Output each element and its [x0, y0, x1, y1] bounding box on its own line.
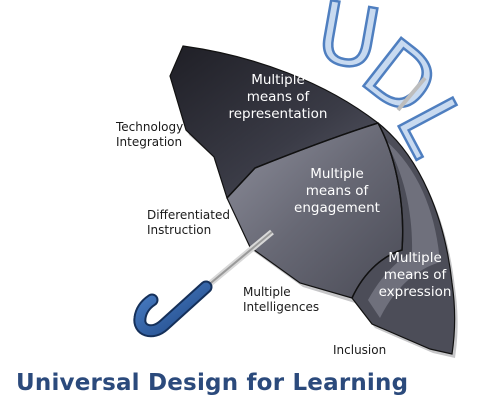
panel-label-line: engagement [294, 200, 380, 216]
panel-label-line: representation [228, 106, 328, 122]
umbrella-handle-highlight [135, 282, 211, 336]
panel-label-line: means of [383, 267, 447, 283]
page-title: Universal Design for Learning [16, 370, 409, 396]
label-line: Differentiated [147, 208, 230, 222]
label-line: Multiple [243, 285, 291, 299]
label-line: Instruction [147, 223, 212, 237]
umbrella-tip [396, 76, 427, 112]
label-inclusion: Inclusion [333, 343, 386, 358]
panel-label-expression: Multiple means of expression [374, 250, 456, 301]
label-line: Inclusion [333, 343, 387, 357]
panel-label-line: expression [378, 284, 452, 300]
panel-label-line: Multiple [310, 166, 364, 182]
panel-label-engagement: Multiple means of engagement [282, 166, 392, 217]
label-differentiated-instruction: Differentiated Instruction [147, 208, 230, 238]
umbrella-shaft-edge [199, 231, 273, 293]
label-technology-integration: Technology Integration [116, 120, 183, 150]
panel-label-line: means of [305, 183, 369, 199]
panel-label-line: means of [246, 89, 310, 105]
label-line: Integration [116, 135, 183, 149]
label-line: Intelligences [243, 300, 320, 314]
panel-label-line: Multiple [388, 250, 442, 266]
label-line: Technology [116, 120, 184, 134]
umbrella-rib [226, 122, 379, 199]
panel-label-representation: Multiple means of representation [218, 72, 338, 123]
label-multiple-intelligences: Multiple Intelligences [243, 285, 319, 315]
umbrella-rib [351, 122, 404, 299]
panel-label-line: Multiple [251, 72, 305, 88]
umbrella-panel-sheen [368, 140, 440, 318]
